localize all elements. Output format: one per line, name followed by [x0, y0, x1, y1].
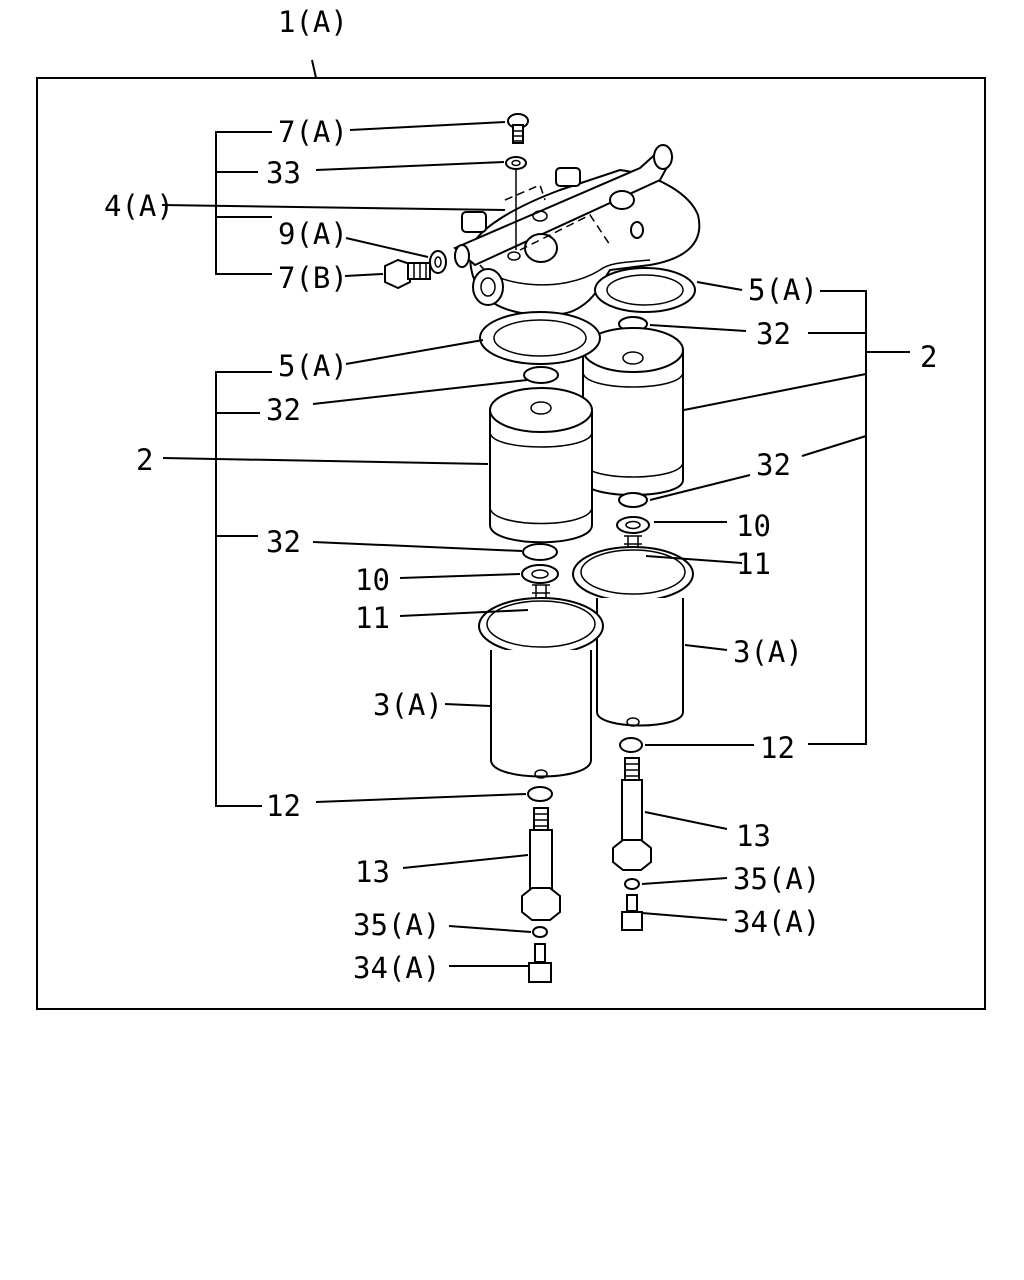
callout-4a: 4(A) — [104, 189, 174, 223]
callout-35a-right: 35(A) — [733, 862, 820, 896]
right-filter-stack — [572, 267, 696, 931]
callout-12-left: 12 — [266, 789, 301, 823]
callout-34a-right: 34(A) — [733, 905, 820, 939]
callout-3a-left: 3(A) — [373, 688, 443, 722]
callout-10-right: 10 — [736, 509, 771, 543]
callout-34a-left: 34(A) — [353, 951, 440, 985]
diagram-frame — [36, 77, 986, 1010]
callout-5a-left: 5(A) — [278, 349, 348, 383]
callout-10-left: 10 — [355, 563, 390, 597]
callout-13-left: 13 — [355, 855, 390, 889]
callout-12-right: 12 — [760, 731, 795, 765]
callout-35a-left: 35(A) — [353, 908, 440, 942]
callout-32-left-mid: 32 — [266, 525, 301, 559]
callout-33: 33 — [266, 156, 301, 190]
callout-5a-right: 5(A) — [748, 273, 818, 307]
callout-32-right-top: 32 — [756, 317, 791, 351]
small-hardware-top — [384, 113, 529, 290]
callout-13-right: 13 — [736, 819, 771, 853]
callout-9a: 9(A) — [278, 217, 348, 251]
callout-1a: 1(A) — [278, 5, 348, 39]
left-filter-stack — [478, 311, 604, 983]
filter-head — [453, 144, 701, 317]
callout-32-right-mid: 32 — [756, 448, 791, 482]
callout-32-left-top: 32 — [266, 393, 301, 427]
callout-labels: 1(A) 7(A) 33 4(A) 9(A) 7(B) 5(A) 32 2 5(… — [104, 5, 937, 985]
callout-11-right: 11 — [736, 547, 771, 581]
callout-7b: 7(B) — [278, 261, 348, 295]
callout-11-left: 11 — [355, 601, 390, 635]
callout-2-right: 2 — [920, 340, 937, 374]
leader-lines — [162, 59, 867, 967]
callout-3a-right: 3(A) — [733, 635, 803, 669]
bracket-lines — [161, 131, 910, 807]
callout-2-left: 2 — [136, 443, 153, 477]
callout-7a: 7(A) — [278, 115, 348, 149]
